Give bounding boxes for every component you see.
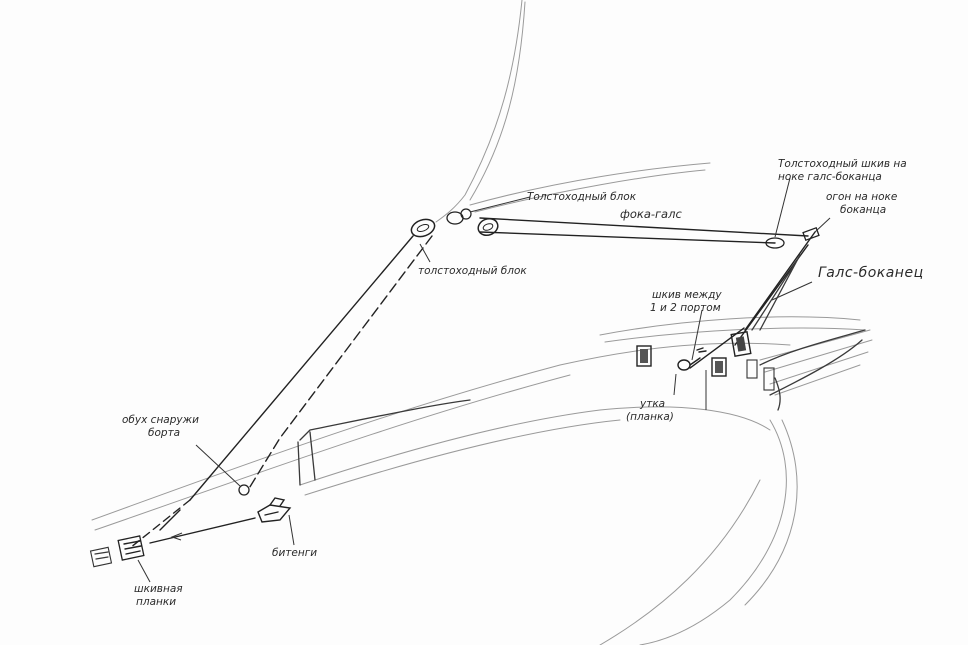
tackle-fall-right (247, 235, 433, 491)
label-sheave-between-1: шкив между (652, 289, 722, 301)
boomkin-end-eye (802, 227, 820, 241)
stanchion-2 (297, 441, 301, 486)
bow-curve (639, 419, 787, 645)
label-tackle-sheave-boomkin-1: Толстоходный шкив на (778, 158, 907, 170)
bow-curve-2 (744, 419, 798, 606)
hull-inner-rail (299, 406, 771, 486)
label-sheave-plank-2: планки (136, 596, 176, 608)
label-pointers (137, 177, 831, 583)
bow-hatching (759, 329, 873, 411)
label-tackle-block-lower: толстоходный блок (418, 265, 527, 277)
sheave-plank (89, 535, 145, 568)
tackle-fall-left (159, 235, 414, 531)
fore-tack-line-lower (479, 231, 776, 244)
label-cleat-2: (планка) (626, 411, 674, 423)
boomkin-spar-upper (744, 231, 816, 331)
label-bitts: битенги (272, 547, 317, 559)
label-tackle-block-top: Толстоходный блок (527, 191, 637, 203)
boomkin-shading (751, 254, 801, 331)
label-outer-eye-1: обух снаружи (122, 414, 199, 426)
deck-lead (689, 327, 745, 369)
bitts-arrow (170, 532, 183, 541)
label-eye-boomkin-2: боканца (840, 204, 886, 216)
tackle-blocks (410, 208, 499, 238)
head-rail (599, 316, 861, 336)
bitts-lead (149, 517, 256, 544)
label-sheave-between-2: 1 и 2 портом (650, 302, 721, 314)
label-outer-eye-2: борта (148, 427, 180, 439)
bow-curve-3 (599, 479, 761, 645)
stanchion-1 (309, 431, 316, 481)
label-tackle-sheave-boomkin-2: ноке галс-боканца (778, 171, 882, 183)
sail-luff-inner (469, 1, 526, 201)
hull-inner-rail-2 (304, 419, 621, 496)
label-cleat-1: утка (639, 398, 665, 410)
gun-ports (636, 330, 775, 391)
sail-luff (435, 0, 523, 223)
label-fore-tack: фока-галс (620, 207, 682, 221)
fore-tack-line-upper (479, 217, 809, 237)
hull-gunwale (91, 342, 791, 521)
head-rail-2 (604, 327, 866, 343)
tackle-fall-left-dash (129, 499, 191, 549)
sail-foot (469, 162, 711, 206)
hull-gunwale-2 (94, 374, 571, 531)
cleat (677, 347, 707, 371)
boomkin-sheave (765, 237, 785, 249)
outer-eye (238, 484, 250, 496)
label-sheave-plank-1: шкивная (134, 583, 183, 595)
sail-foot-2 (474, 169, 706, 213)
bitts (257, 497, 292, 523)
label-eye-boomkin-1: огон на ноке (826, 191, 897, 203)
label-tack-boomkin: Галс-боканец (818, 265, 924, 281)
hull-rail (299, 399, 471, 441)
